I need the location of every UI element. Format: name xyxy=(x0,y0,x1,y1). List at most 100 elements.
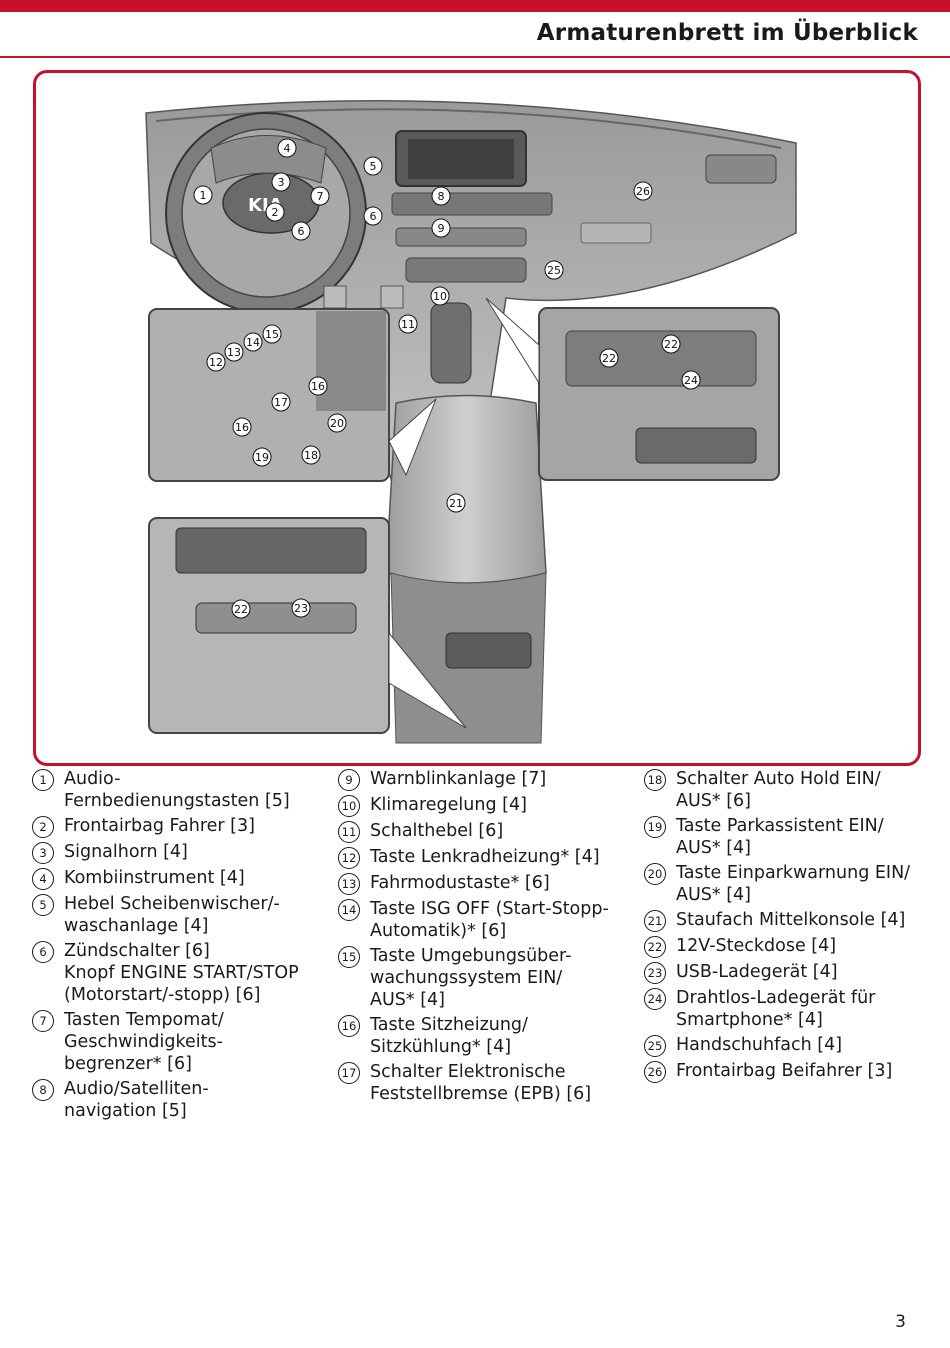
svg-text:19: 19 xyxy=(255,451,269,464)
svg-text:16: 16 xyxy=(311,380,325,393)
callout-20: 20 xyxy=(327,413,347,433)
item-number: 2 xyxy=(32,816,54,838)
item-number: 23 xyxy=(644,962,666,984)
svg-text:7: 7 xyxy=(317,190,324,203)
legend-item: 17 Schalter Elektronische Feststellbremse… xyxy=(338,1061,638,1105)
legend-item: 10 Klimaregelung [4] xyxy=(338,794,638,817)
item-number: 6 xyxy=(32,941,54,963)
page-number: 3 xyxy=(895,1312,906,1332)
item-text: Taste Umgebungsüber- wachungssystem EIN/… xyxy=(370,946,572,1010)
item-number: 16 xyxy=(338,1015,360,1037)
item-text: Schalter Elektronische Feststellbremse (… xyxy=(370,1062,592,1104)
svg-text:10: 10 xyxy=(433,290,447,303)
callout-4: 4 xyxy=(277,138,297,158)
legend-item: 13 Fahrmodustaste* [6] xyxy=(338,872,638,895)
item-number: 7 xyxy=(32,1010,54,1032)
item-text: Taste Lenkradheizung* [4] xyxy=(370,847,600,867)
legend-item: 20 Taste Einparkwarnung EIN/ AUS* [4] xyxy=(644,862,924,906)
callout-22c: 22 xyxy=(231,599,251,619)
svg-text:15: 15 xyxy=(265,328,279,341)
callout-6a: 6 xyxy=(291,221,311,241)
dashboard-drawing: KIA xyxy=(145,100,797,744)
callout-13: 13 xyxy=(224,342,244,362)
item-number: 19 xyxy=(644,816,666,838)
item-text: Taste ISG OFF (Start-Stopp- Automatik)* … xyxy=(370,899,609,941)
item-text: Klimaregelung [4] xyxy=(370,795,527,815)
item-text: Schalter Auto Hold EIN/ AUS* [6] xyxy=(676,769,881,811)
item-text: Taste Einparkwarnung EIN/ AUS* [4] xyxy=(676,863,911,905)
item-number: 12 xyxy=(338,847,360,869)
item-number: 20 xyxy=(644,863,666,885)
item-text: Handschuhfach [4] xyxy=(676,1035,843,1055)
item-text: Zündschalter [6] Knopf ENGINE START/STOP… xyxy=(64,941,299,1005)
legend-item: 15 Taste Umgebungsüber- wachungssystem EI… xyxy=(338,945,638,1011)
item-text: Frontairbag Beifahrer [3] xyxy=(676,1061,893,1081)
callout-21: 21 xyxy=(446,493,466,513)
callout-7: 7 xyxy=(310,186,330,206)
item-text: Fahrmodustaste* [6] xyxy=(370,873,550,893)
svg-text:16: 16 xyxy=(235,421,249,434)
item-number: 21 xyxy=(644,910,666,932)
svg-text:21: 21 xyxy=(449,497,463,510)
callout-23: 23 xyxy=(291,598,311,618)
callout-12: 12 xyxy=(206,352,226,372)
item-text: Kombiinstrument [4] xyxy=(64,868,245,888)
item-text: Taste Parkassistent EIN/ AUS* [4] xyxy=(676,816,884,858)
item-text: Tasten Tempomat/ Geschwindigkeits- begre… xyxy=(64,1010,224,1074)
svg-text:9: 9 xyxy=(438,222,445,235)
legend-item: 19 Taste Parkassistent EIN/ AUS* [4] xyxy=(644,815,924,859)
page-title: Armaturenbrett im Überblick xyxy=(536,20,918,46)
legend-item: 12 Taste Lenkradheizung* [4] xyxy=(338,846,638,869)
svg-text:20: 20 xyxy=(330,417,344,430)
svg-text:14: 14 xyxy=(246,336,260,349)
item-number: 11 xyxy=(338,821,360,843)
item-number: 5 xyxy=(32,894,54,916)
legend-item: 18 Schalter Auto Hold EIN/ AUS* [6] xyxy=(644,768,924,812)
svg-text:13: 13 xyxy=(227,346,241,359)
item-number: 9 xyxy=(338,769,360,791)
item-text: Staufach Mittelkonsole [4] xyxy=(676,910,906,930)
callout-22b: 22 xyxy=(661,334,681,354)
svg-text:3: 3 xyxy=(278,176,285,189)
item-number: 22 xyxy=(644,936,666,958)
callout-9: 9 xyxy=(431,218,451,238)
item-number: 10 xyxy=(338,795,360,817)
item-number: 18 xyxy=(644,769,666,791)
callout-15: 15 xyxy=(262,324,282,344)
svg-text:2: 2 xyxy=(272,206,279,219)
callout-18: 18 xyxy=(301,445,321,465)
svg-text:24: 24 xyxy=(684,374,698,387)
item-number: 15 xyxy=(338,946,360,968)
top-accent-bar xyxy=(0,0,950,12)
callout-14: 14 xyxy=(243,332,263,352)
item-number: 3 xyxy=(32,842,54,864)
callout-5: 5 xyxy=(363,156,383,176)
callout-11: 11 xyxy=(398,314,418,334)
item-number: 1 xyxy=(32,769,54,791)
callout-26: 26 xyxy=(633,181,653,201)
svg-text:22: 22 xyxy=(664,338,678,351)
svg-text:26: 26 xyxy=(636,185,650,198)
svg-text:23: 23 xyxy=(294,602,308,615)
callout-19: 19 xyxy=(252,447,272,467)
svg-text:6: 6 xyxy=(298,225,305,238)
legend-item: 21 Staufach Mittelkonsole [4] xyxy=(644,909,924,932)
item-number: 13 xyxy=(338,873,360,895)
item-number: 17 xyxy=(338,1062,360,1084)
item-text: USB-Ladegerät [4] xyxy=(676,962,838,982)
item-text: 12V-Steckdose [4] xyxy=(676,936,837,956)
item-text: Audio/Satelliten- navigation [5] xyxy=(64,1079,209,1121)
callout-16b: 16 xyxy=(232,417,252,437)
callout-6b: 6 xyxy=(363,206,383,226)
item-number: 14 xyxy=(338,899,360,921)
legend-item: 22 12V-Steckdose [4] xyxy=(644,935,924,958)
item-text: Hebel Scheibenwischer/- waschanlage [4] xyxy=(64,894,280,936)
callout-16a: 16 xyxy=(308,376,328,396)
